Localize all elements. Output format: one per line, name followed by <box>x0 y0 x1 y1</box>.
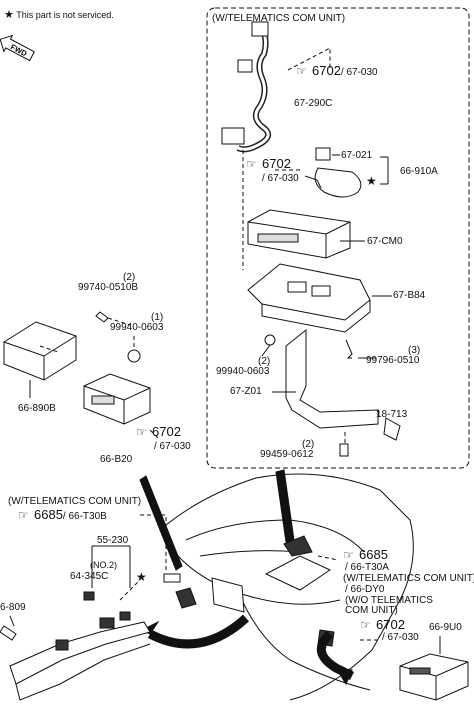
label-wo-telematics-2: COM UNIT) <box>345 605 398 616</box>
label-67-021: 67-021 <box>341 150 373 161</box>
ref-6702-c-sub: / 67-030 <box>154 441 191 452</box>
label-67-b84: 67-B84 <box>393 290 426 301</box>
label-66-9u0: 66-9U0 <box>429 622 462 633</box>
label-67-290c: 67-290C <box>294 98 333 109</box>
label-left-w-telematics: (W/TELEMATICS COM UNIT) <box>8 496 142 507</box>
ref-6702-c[interactable]: ☞6702 <box>136 424 181 440</box>
label-66-890b: 66-890B <box>18 403 56 414</box>
connector-top <box>251 21 269 37</box>
ref-6702-d[interactable]: ☞6702 <box>360 617 405 633</box>
clip-18-713 <box>383 417 401 441</box>
star-icon: ★ <box>4 9 14 21</box>
star-icon: ★ <box>136 570 147 584</box>
connector-bottom <box>221 127 245 145</box>
label-55-230: 55-230 <box>97 535 129 546</box>
label-99940-0603-b: 99940-0603 <box>216 366 270 377</box>
ref-6702-b-sub: / 67-030 <box>262 173 299 184</box>
label-64-345c: 64-345C <box>70 571 109 582</box>
label-66-b20: 66-B20 <box>100 454 133 465</box>
label-99940-qty-2: (2) <box>258 356 271 367</box>
telematics-group-box <box>206 7 470 469</box>
dashboard-outline <box>159 473 414 701</box>
label-99796-0510: 99796-0510 <box>366 355 420 366</box>
screw-99740-0510b <box>95 311 109 323</box>
ref-6685-b-sub: / 66-T30A <box>345 562 389 573</box>
bracket-67-b84 <box>247 263 371 321</box>
nut-99940-0603 <box>127 349 141 363</box>
label-66-dy0: / 66-DY0 <box>345 584 385 595</box>
ref-6685-b[interactable]: ☞6685 <box>343 547 388 563</box>
label-18-713: 18-713 <box>376 409 408 420</box>
ref-6685-a[interactable]: ☞6685/ 66-T30B <box>18 507 107 523</box>
label-99459-0612: 99459-0612 <box>260 449 314 460</box>
ref-6702-d-sub: / 67-030 <box>382 632 419 643</box>
pointing-hand-icon: ☞ <box>246 157 257 171</box>
label-w-telematics-right: (W/TELEMATICS COM UNIT) <box>343 573 474 584</box>
label-99940-qty-1: (1) <box>151 312 164 323</box>
pointing-hand-icon: ☞ <box>343 548 354 562</box>
label-99740-0510b: 99740-0510B <box>78 282 139 293</box>
label-99940-0603-a: 99940-0603 <box>110 322 164 333</box>
bracket-66-890b <box>3 321 77 381</box>
ref-6702-b[interactable]: ☞6702 <box>246 156 291 172</box>
label-99459-qty: (2) <box>302 439 315 450</box>
module-67-cm0 <box>247 209 351 259</box>
clip-67-021 <box>315 147 331 161</box>
pointing-hand-icon: ☞ <box>136 425 147 439</box>
label-99740-qty: (2) <box>123 272 136 283</box>
pointing-hand-icon: ☞ <box>296 64 307 78</box>
pointing-hand-icon: ☞ <box>18 508 29 522</box>
label-66-910a: 66-910A <box>400 166 438 177</box>
not-serviced-note: ★ This part is not serviced. <box>4 10 114 21</box>
pointing-hand-icon: ☞ <box>360 618 371 632</box>
telematics-box-title: (W/TELEMATICS COM UNIT) <box>212 13 346 24</box>
stay-67-z01 <box>285 328 379 429</box>
label-no2: (NO.2) <box>90 560 117 570</box>
label-99796-qty: (3) <box>408 345 421 356</box>
label-67-cm0: 67-CM0 <box>367 236 403 247</box>
note-text: This part is not serviced. <box>16 10 114 20</box>
unit-66-9u0 <box>399 653 469 701</box>
antenna-66-910a <box>314 167 362 198</box>
label-6-809: 6-809 <box>0 602 26 613</box>
label-wo-telematics-1: (W/O TELEMATICS <box>345 595 433 606</box>
star-icon: ★ <box>366 174 377 188</box>
ref-6702-a[interactable]: ☞6702/ 67-030 <box>296 63 378 79</box>
fwd-arrow-icon: FWD <box>0 30 38 65</box>
module-66-b20 <box>83 373 151 425</box>
label-67-z01: 67-Z01 <box>230 386 262 397</box>
harness-55-230 <box>9 621 151 685</box>
